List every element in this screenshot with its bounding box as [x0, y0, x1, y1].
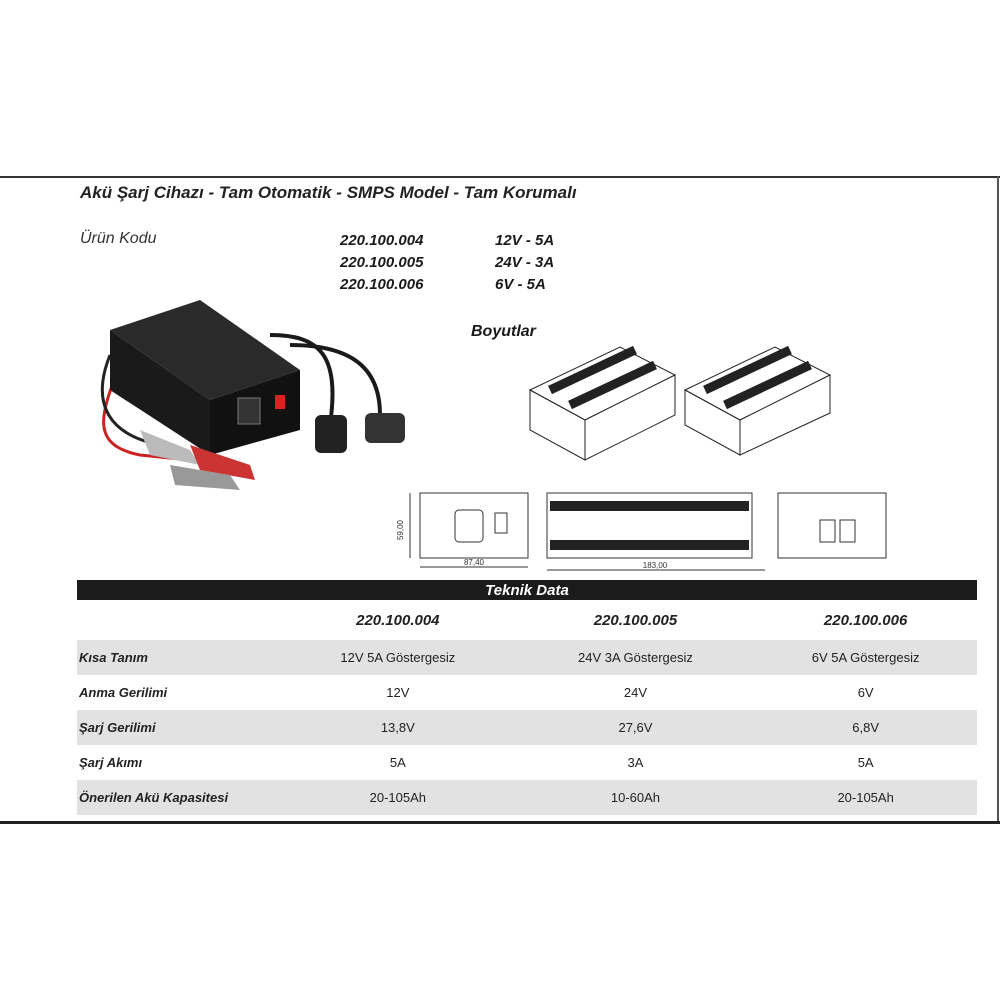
- cell: 3A: [627, 755, 644, 770]
- product-ratings: 12V - 5A 24V - 3A 6V - 5A: [495, 230, 554, 296]
- cell: 6V: [857, 685, 874, 700]
- length-dimension: 183,00: [643, 561, 668, 570]
- charger-photo: [100, 300, 405, 490]
- cell: 20-105Ah: [754, 780, 977, 815]
- cell: 5A: [389, 755, 406, 770]
- product-code: 220.100.006: [340, 276, 424, 293]
- product-rating: 12V - 5A: [495, 232, 555, 249]
- table-row: Kısa Tanım 12V 5A Göstergesiz 24V 3A Gös…: [77, 640, 977, 675]
- width-dimension: 87,40: [464, 558, 485, 567]
- cell: 6V 5A Göstergesiz: [754, 640, 977, 675]
- height-dimension: 59,00: [396, 519, 405, 540]
- table-title: Teknik Data: [77, 580, 977, 600]
- technical-data-table: Teknik Data 220.100.004 220.100.005 220.…: [77, 580, 977, 815]
- cell: 10-60Ah: [516, 780, 755, 815]
- table-row: Şarj Akımı 5A 3A 5A: [77, 745, 977, 780]
- page-title: Akü Şarj Cihazı - Tam Otomatik - SMPS Mo…: [80, 183, 577, 202]
- product-rating: 24V - 3A: [495, 254, 555, 271]
- cell: 6,8V: [754, 710, 977, 745]
- table-header-row: 220.100.004 220.100.005 220.100.006: [77, 600, 977, 640]
- row-label: Anma Gerilimi: [79, 685, 168, 700]
- cell: 5A: [857, 755, 874, 770]
- product-rating: 6V - 5A: [495, 276, 546, 293]
- table-row: Şarj Gerilimi 13,8V 27,6V 6,8V: [77, 710, 977, 745]
- product-codes: 220.100.004 220.100.005 220.100.006: [340, 230, 423, 296]
- table-row: Anma Gerilimi 12V 24V 6V: [77, 675, 977, 710]
- row-label: Şarj Akımı: [79, 755, 143, 770]
- frame-top-line: [0, 176, 1000, 178]
- dimension-ortho-drawings: 59,00 87,40 183,00: [396, 492, 887, 571]
- table-row: Önerilen Akü Kapasitesi 20-105Ah 10-60Ah…: [77, 780, 977, 815]
- column-header: 220.100.005: [593, 611, 678, 629]
- cell: 24V 3A Göstergesiz: [516, 640, 755, 675]
- column-header: 220.100.004: [356, 611, 440, 629]
- row-label: Kısa Tanım: [77, 640, 279, 675]
- cell: 12V 5A Göstergesiz: [279, 640, 517, 675]
- dimension-iso-drawings: [528, 345, 832, 461]
- product-code: 220.100.004: [340, 232, 424, 249]
- product-code-label: Ürün Kodu: [80, 230, 157, 247]
- cell: 13,8V: [279, 710, 517, 745]
- row-label: Önerilen Akü Kapasitesi: [77, 780, 279, 815]
- cell: 20-105Ah: [279, 780, 517, 815]
- cell: 27,6V: [516, 710, 755, 745]
- product-code: 220.100.005: [340, 254, 424, 271]
- frame-bottom-line: [0, 821, 1000, 824]
- header-empty: [77, 600, 279, 640]
- dimensions-label: Boyutlar: [471, 323, 536, 340]
- row-label: Şarj Gerilimi: [77, 710, 279, 745]
- cell: 12V: [386, 685, 410, 700]
- cell: 24V: [623, 685, 648, 700]
- frame-right-line: [997, 176, 999, 824]
- column-header: 220.100.006: [823, 611, 908, 629]
